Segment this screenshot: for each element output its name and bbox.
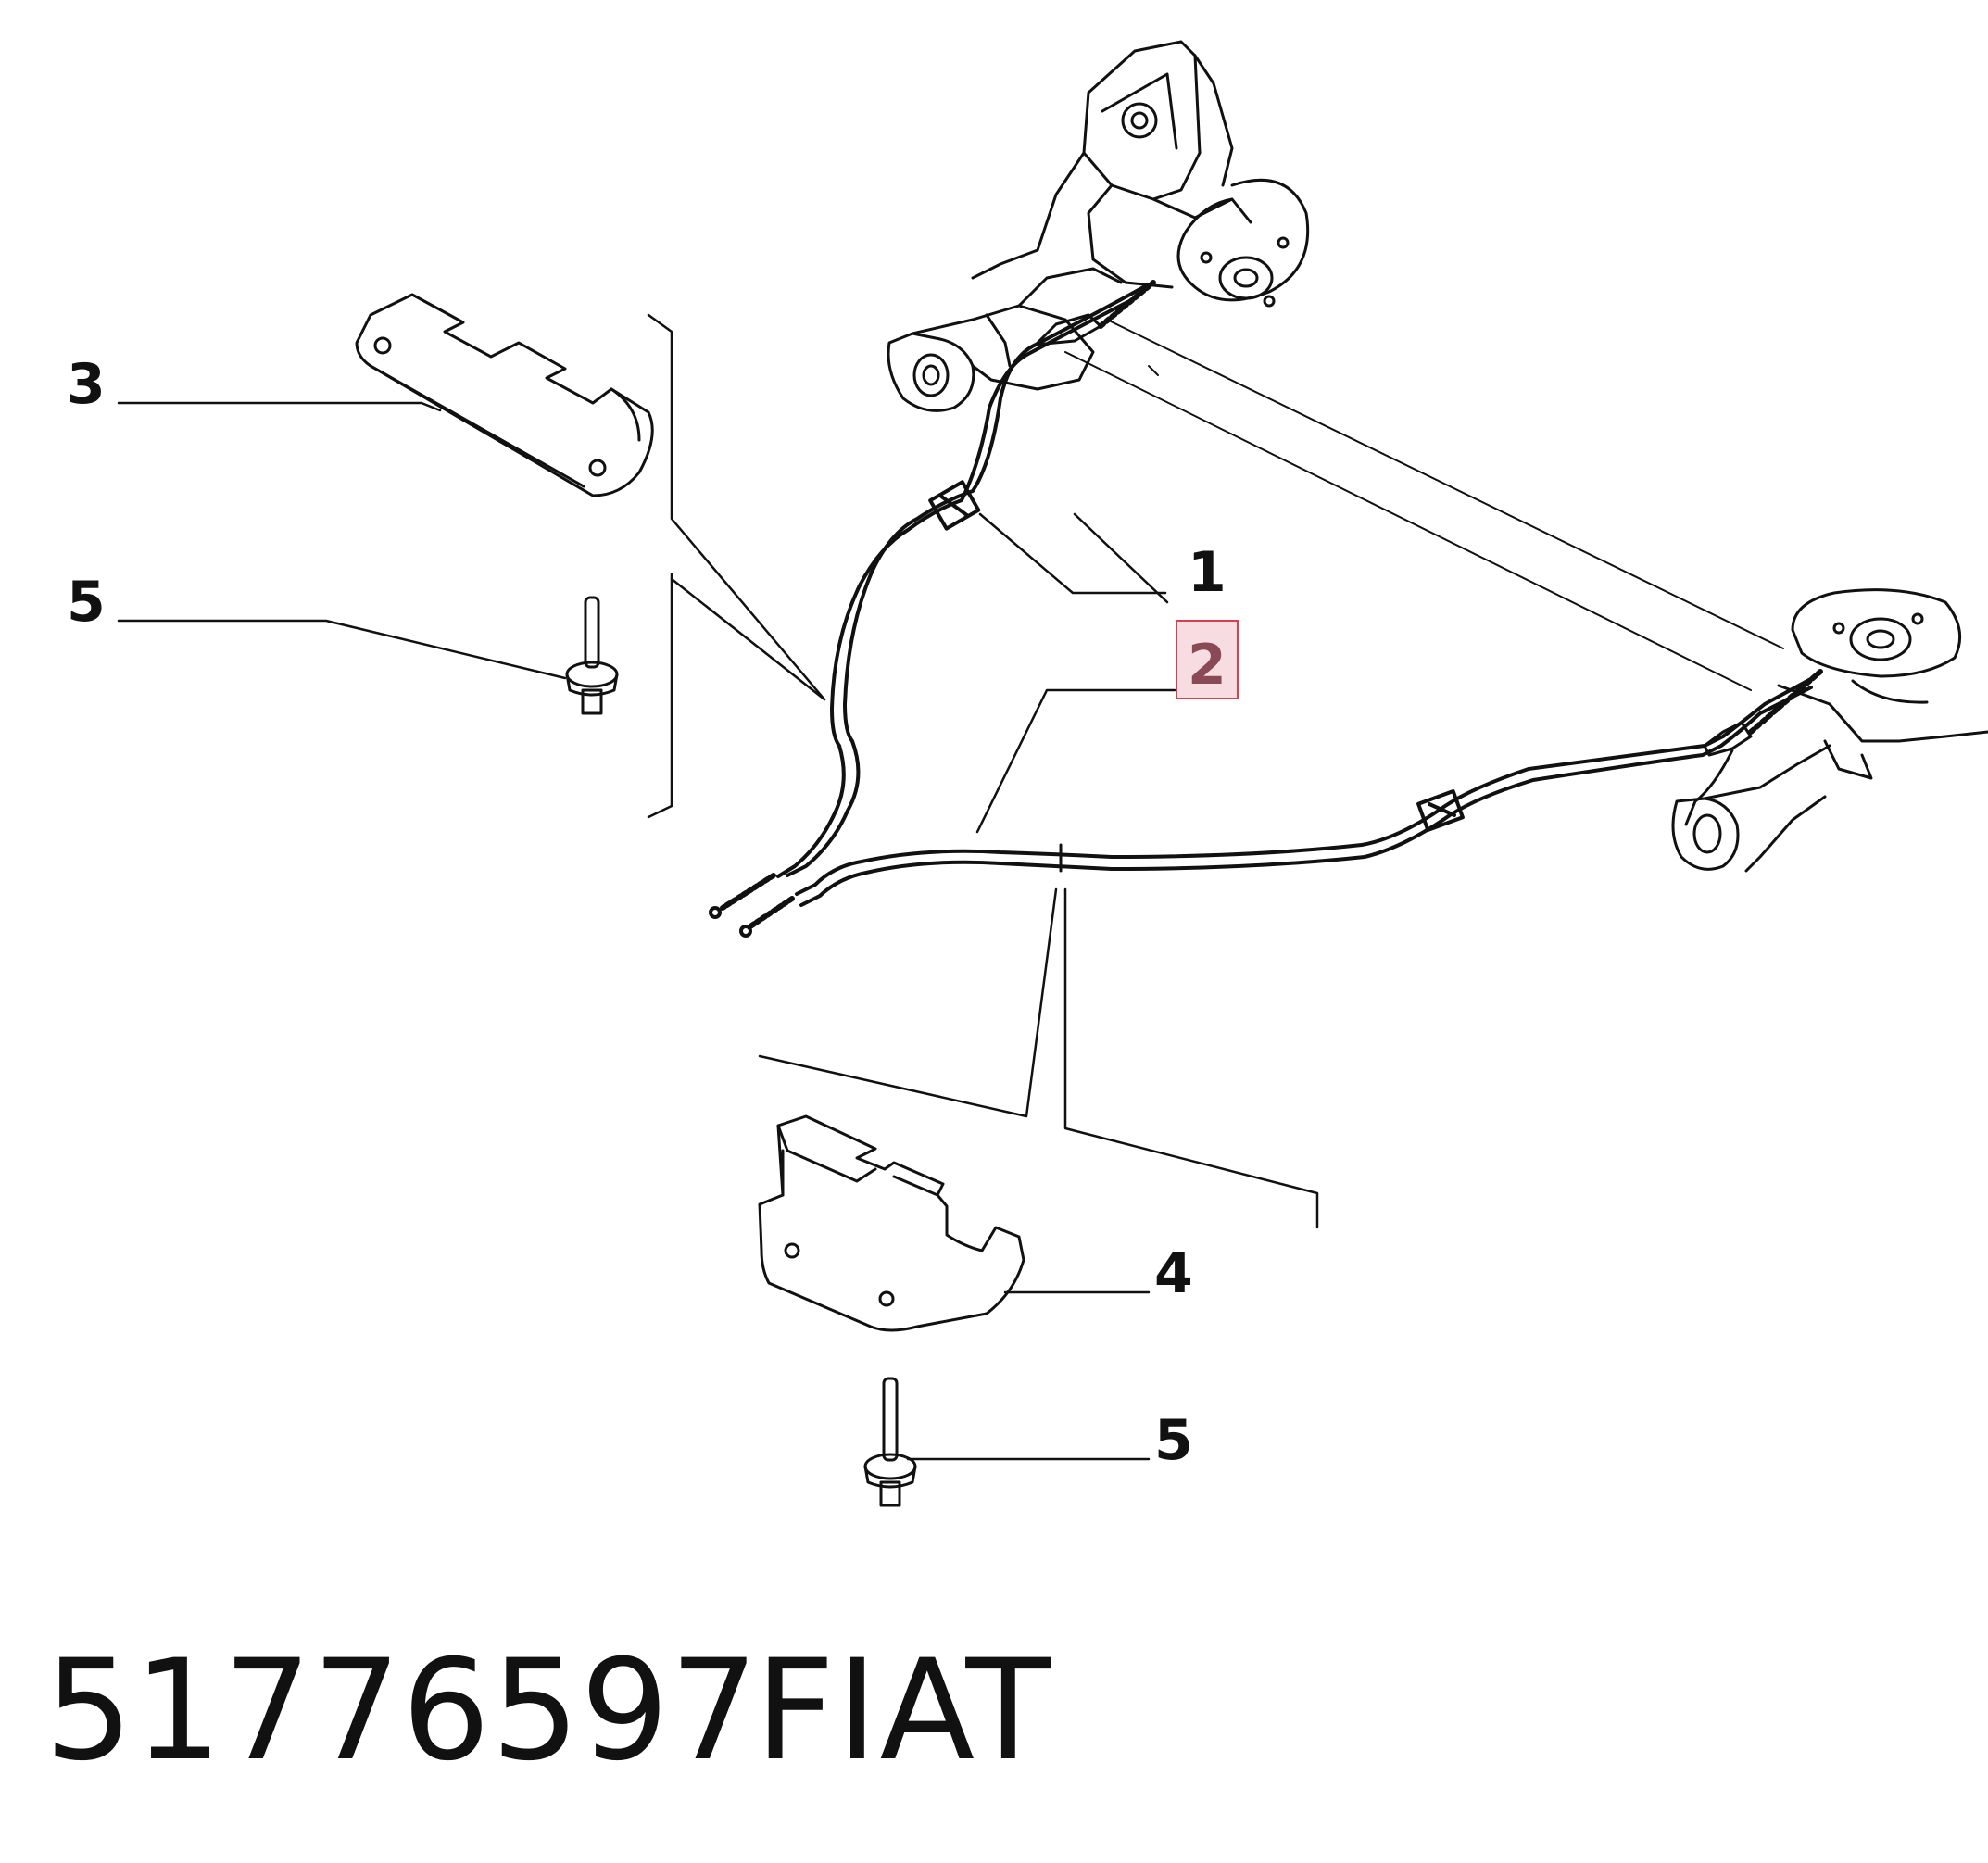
rear-axle-beam	[1064, 319, 1784, 691]
callout-2-highlight	[1176, 620, 1239, 699]
callout-3: 3	[67, 352, 106, 417]
callout-2: 2	[1188, 633, 1227, 698]
brake-cable-2	[739, 669, 1823, 938]
leader-3	[117, 401, 442, 412]
bracket-3	[355, 293, 654, 497]
stud-5-lower	[863, 1377, 917, 1507]
bracket-4	[758, 1114, 1025, 1332]
right-suspension-bracket	[1671, 588, 1988, 873]
brand-name: FIAT	[755, 1630, 1053, 1792]
callout-5-upper: 5	[67, 570, 106, 635]
lower-assembly-lines	[758, 887, 1319, 1229]
callout-1: 1	[1188, 540, 1227, 605]
brake-cable-1	[709, 280, 1156, 919]
leader-5-upper	[117, 619, 567, 680]
callout-4: 4	[1154, 1241, 1193, 1306]
part-number: 51776597	[44, 1630, 760, 1792]
leader-1	[978, 512, 1167, 595]
leader-lines	[117, 401, 1176, 1461]
upper-suspension-bracket	[887, 40, 1310, 412]
callout-5-lower: 5	[1154, 1408, 1193, 1473]
upper-assembly-lines	[647, 313, 826, 819]
leader-2	[975, 688, 1176, 834]
stud-5-upper	[565, 596, 619, 715]
leader-1-a	[1073, 512, 1169, 604]
